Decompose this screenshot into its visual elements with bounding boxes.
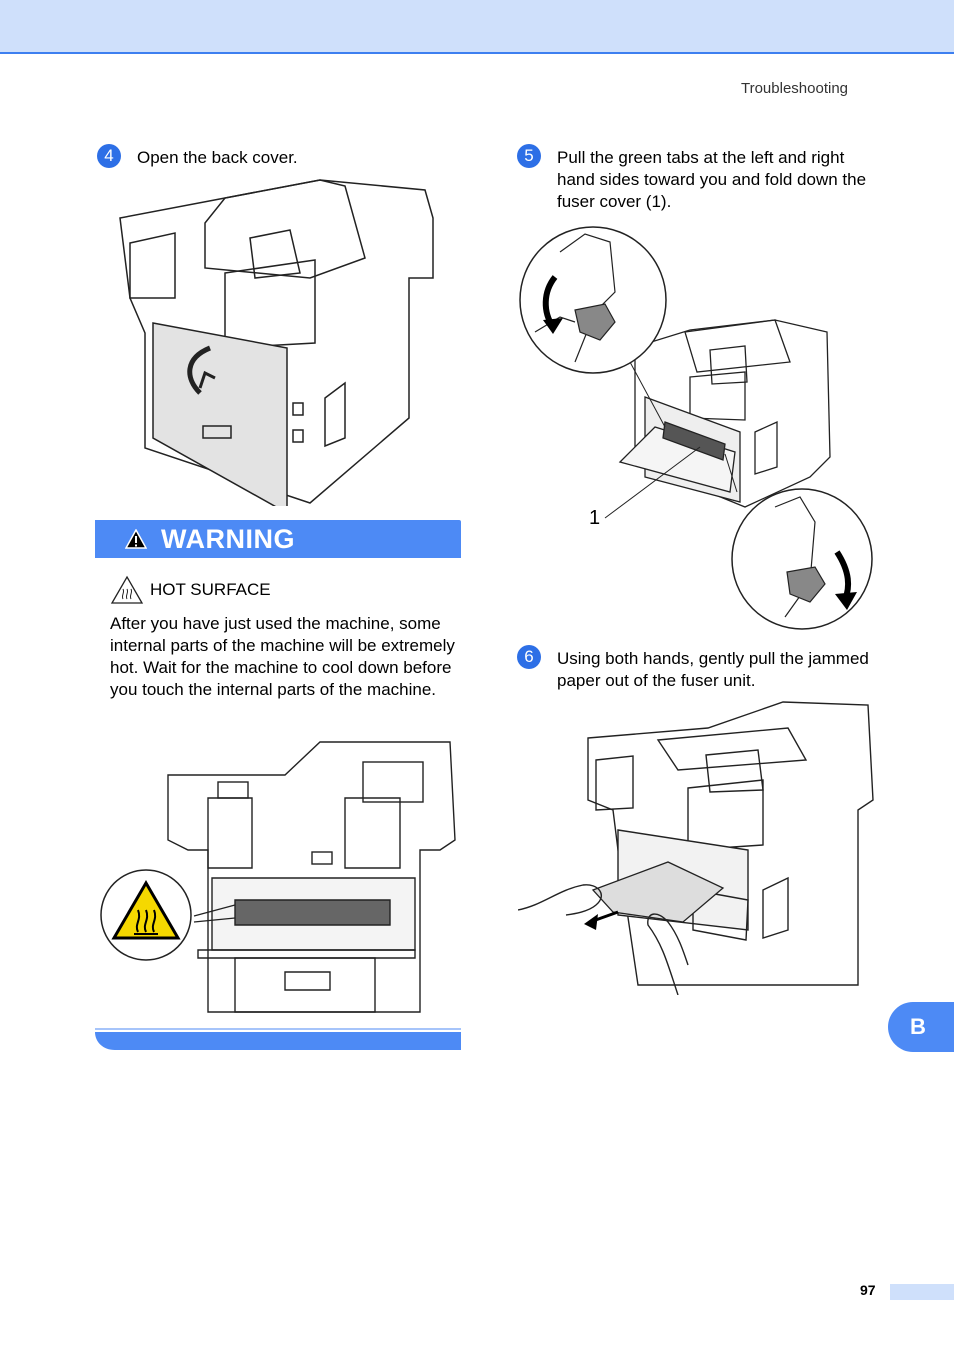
top-header-band [0, 0, 954, 54]
fuser-hot-area-illustration [100, 741, 456, 1013]
step-text: Using both hands, gently pull the jammed… [557, 649, 869, 690]
pull-jammed-paper-illustration [518, 701, 874, 995]
warning-triangle-icon [125, 529, 147, 549]
section-title: Troubleshooting [740, 80, 848, 97]
hot-surface-icon [110, 575, 144, 604]
appendix-side-tab: B [888, 1002, 954, 1052]
fuser-cover-tabs-illustration [519, 226, 873, 630]
hot-surface-label: HOT SURFACE [150, 580, 271, 599]
step-text: Open the back cover. [137, 148, 298, 167]
right-hand [647, 913, 689, 995]
step-number-badge: 5 [517, 144, 541, 168]
right-tab-zoom-circle [731, 488, 873, 630]
step-number-badge: 4 [97, 144, 121, 168]
step-4: 4 Open the back cover. [97, 144, 457, 169]
step-text: Pull the green tabs at the left and righ… [557, 148, 867, 211]
side-tab-label: B [910, 1014, 926, 1039]
warning-label: WARNING [161, 523, 295, 554]
warning-banner: WARNING [95, 520, 461, 558]
hot-surface-heading: HOT SURFACE [110, 575, 271, 605]
figure-callout-number: 1 [589, 507, 601, 529]
step-5: 5 Pull the green tabs at the left and ri… [517, 144, 877, 213]
step-number-badge: 6 [517, 645, 541, 669]
step-6: 6 Using both hands, gently pull the jamm… [517, 645, 877, 692]
page-number: 97 [860, 1282, 876, 1298]
page-number-bar [890, 1284, 954, 1300]
printer-back-cover-illustration [119, 179, 434, 506]
warning-bottom-rule [95, 1028, 461, 1050]
warning-body-text: After you have just used the machine, so… [110, 614, 455, 699]
left-tab-zoom-circle [519, 226, 667, 374]
left-hand [518, 884, 602, 916]
jammed-paper [591, 861, 725, 923]
